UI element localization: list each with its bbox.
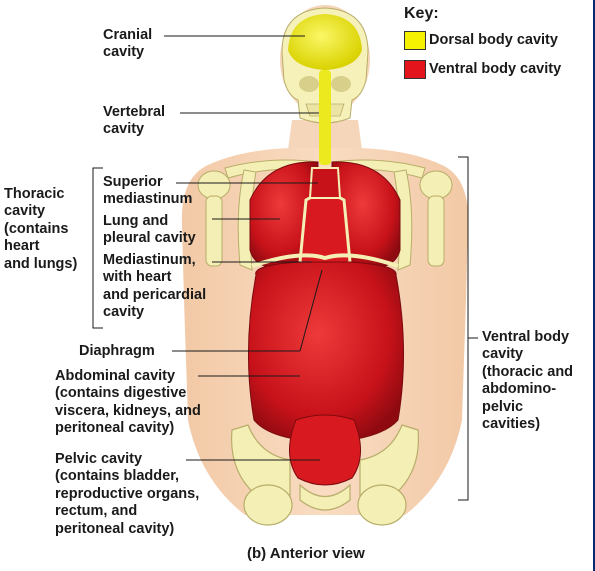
abdominal-cavity-shape bbox=[247, 261, 405, 443]
ventral-swatch bbox=[404, 60, 426, 79]
cranial-cavity-label: Cranial cavity bbox=[103, 27, 153, 61]
vertebral-cavity-shape bbox=[319, 70, 331, 165]
pelvis bbox=[230, 424, 420, 526]
page-edge-rule bbox=[593, 0, 595, 571]
superior-mediastinum-label: Superior mediastinum bbox=[103, 174, 193, 208]
figure-caption: (b) Anterior view bbox=[247, 545, 365, 562]
key-dorsal-label: Dorsal body cavity bbox=[429, 32, 558, 48]
skeleton bbox=[197, 159, 453, 271]
key-title: Key: bbox=[404, 5, 439, 22]
diaphragm-label: Diaphragm bbox=[79, 343, 155, 359]
leader-lines bbox=[92, 35, 478, 501]
pelvic-cavity-shape bbox=[289, 414, 361, 486]
lung-pleural-label: Lung and pleural cavity bbox=[103, 213, 196, 247]
pelvic-cavity-label: Pelvic cavity (contains bladder, reprodu… bbox=[55, 451, 200, 537]
cranial-cavity-shape bbox=[288, 14, 362, 70]
mediastinum-label: Mediastinum, with heart and pericardial … bbox=[103, 252, 207, 321]
ventral-body-cavity-label: Ventral body cavity (thoracic and abdomi… bbox=[482, 329, 574, 433]
abdominal-cavity-label: Abdominal cavity (contains digestive vis… bbox=[55, 368, 201, 437]
key-ventral-label: Ventral body cavity bbox=[429, 61, 562, 77]
thoracic-cavity-label: Thoracic cavity (contains heart and lung… bbox=[4, 186, 78, 272]
thoracic-cavity-shape bbox=[249, 161, 401, 270]
dorsal-swatch bbox=[404, 31, 426, 50]
vertebral-cavity-label: Vertebral cavity bbox=[103, 104, 166, 138]
diaphragm-shape bbox=[251, 253, 399, 268]
